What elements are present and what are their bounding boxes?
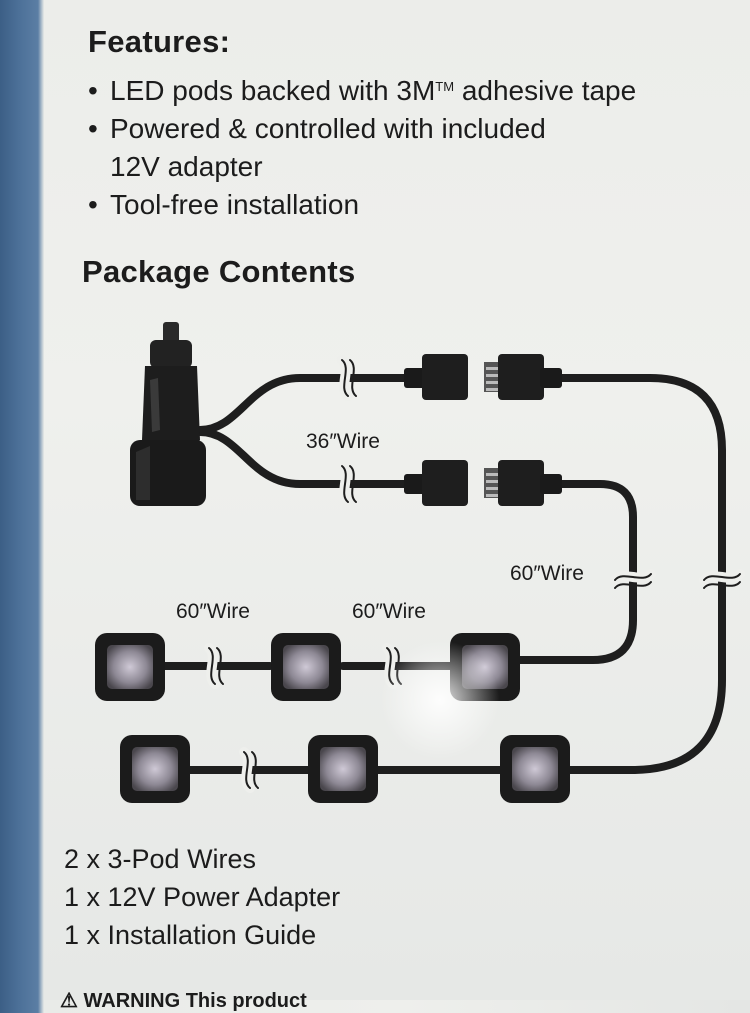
bullet-icon: • (88, 189, 98, 220)
wire-60-mid-label: 60″Wire (352, 600, 426, 623)
led-pod (120, 735, 190, 803)
wire-36-label: 36″Wire (306, 430, 380, 453)
connector-male-top (484, 354, 562, 400)
led-pod (95, 633, 165, 701)
features-list: • LED pods backed with 3MTM adhesive tape… (88, 72, 636, 224)
connector-male-bottom (484, 460, 562, 506)
power-adapter-icon (130, 322, 206, 506)
adapter-wire-top (196, 374, 414, 434)
contents-item: 1 x 12V Power Adapter (64, 882, 341, 912)
package-contents-list: 2 x 3-Pod Wires 1 x 12V Power Adapter 1 … (64, 840, 340, 954)
feature-item: • Tool-free installation (88, 186, 636, 224)
feature-text-continued: 12V adapter (110, 151, 263, 182)
bullet-icon: • (88, 75, 98, 106)
connector-female-bottom (404, 460, 468, 506)
trademark-mark: TM (435, 79, 455, 94)
feature-text: LED pods backed with 3M (110, 75, 436, 106)
feature-text: Tool-free installation (110, 189, 360, 220)
feature-item: • LED pods backed with 3MTM adhesive tape (88, 72, 636, 110)
feature-item: • Powered & controlled with included 12V … (88, 110, 636, 186)
bullet-icon: • (88, 113, 98, 144)
wire-paths (161, 374, 726, 774)
contents-item: 2 x 3-Pod Wires (64, 844, 257, 874)
wire-60-right-label: 60″Wire (510, 562, 584, 585)
pod-wire-outer (541, 374, 726, 774)
connector-female-top (404, 354, 468, 400)
adapter-wire-bottom (196, 428, 414, 488)
light-glare (380, 640, 500, 760)
contents-item: 1 x Installation Guide (64, 920, 317, 950)
feature-text: Powered & controlled with included (110, 113, 546, 144)
led-pod (308, 735, 378, 803)
package-contents-heading: Package Contents (82, 254, 356, 289)
led-pod (271, 633, 341, 701)
led-pod (500, 735, 570, 803)
features-heading: Features: (88, 24, 231, 59)
feature-text-tail: adhesive tape (454, 75, 637, 106)
pod-wire-inner (516, 480, 637, 664)
warning-text: ⚠ WARNING This product (60, 990, 307, 1012)
wire-60-left-label: 60″Wire (176, 600, 250, 623)
